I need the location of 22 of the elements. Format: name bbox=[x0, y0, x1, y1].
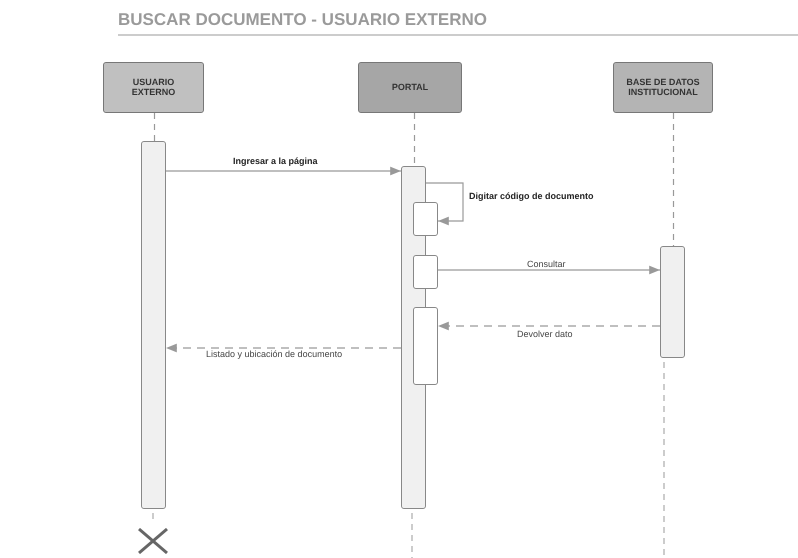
lifeline bbox=[414, 113, 416, 166]
message-arrow bbox=[166, 166, 401, 176]
activation-bar bbox=[141, 141, 166, 509]
participant-box: BASE DE DATOS INSTITUCIONAL bbox=[613, 62, 713, 113]
message-label: Listado y ubicación de documento bbox=[205, 349, 344, 359]
message-label: Digitar código de documento bbox=[468, 191, 595, 201]
message-arrow bbox=[438, 266, 660, 274]
lifeline bbox=[672, 113, 674, 246]
activation-bar bbox=[413, 255, 438, 289]
message-label: Devolver dato bbox=[516, 329, 574, 339]
lifeline bbox=[154, 113, 156, 141]
message-arrow bbox=[166, 344, 401, 352]
activation-bar bbox=[660, 246, 685, 358]
message-arrow bbox=[426, 182, 464, 226]
participant-box: USUARIO EXTERNO bbox=[103, 62, 204, 113]
activation-bar bbox=[413, 202, 438, 236]
diagram-title: BUSCAR DOCUMENTO - USUARIO EXTERNO bbox=[118, 10, 487, 30]
participant-box: PORTAL bbox=[358, 62, 462, 113]
activation-bar bbox=[413, 307, 438, 385]
message-arrow bbox=[438, 322, 660, 330]
message-label: Consultar bbox=[526, 259, 567, 269]
message-label: Ingresar a la página bbox=[232, 156, 319, 166]
